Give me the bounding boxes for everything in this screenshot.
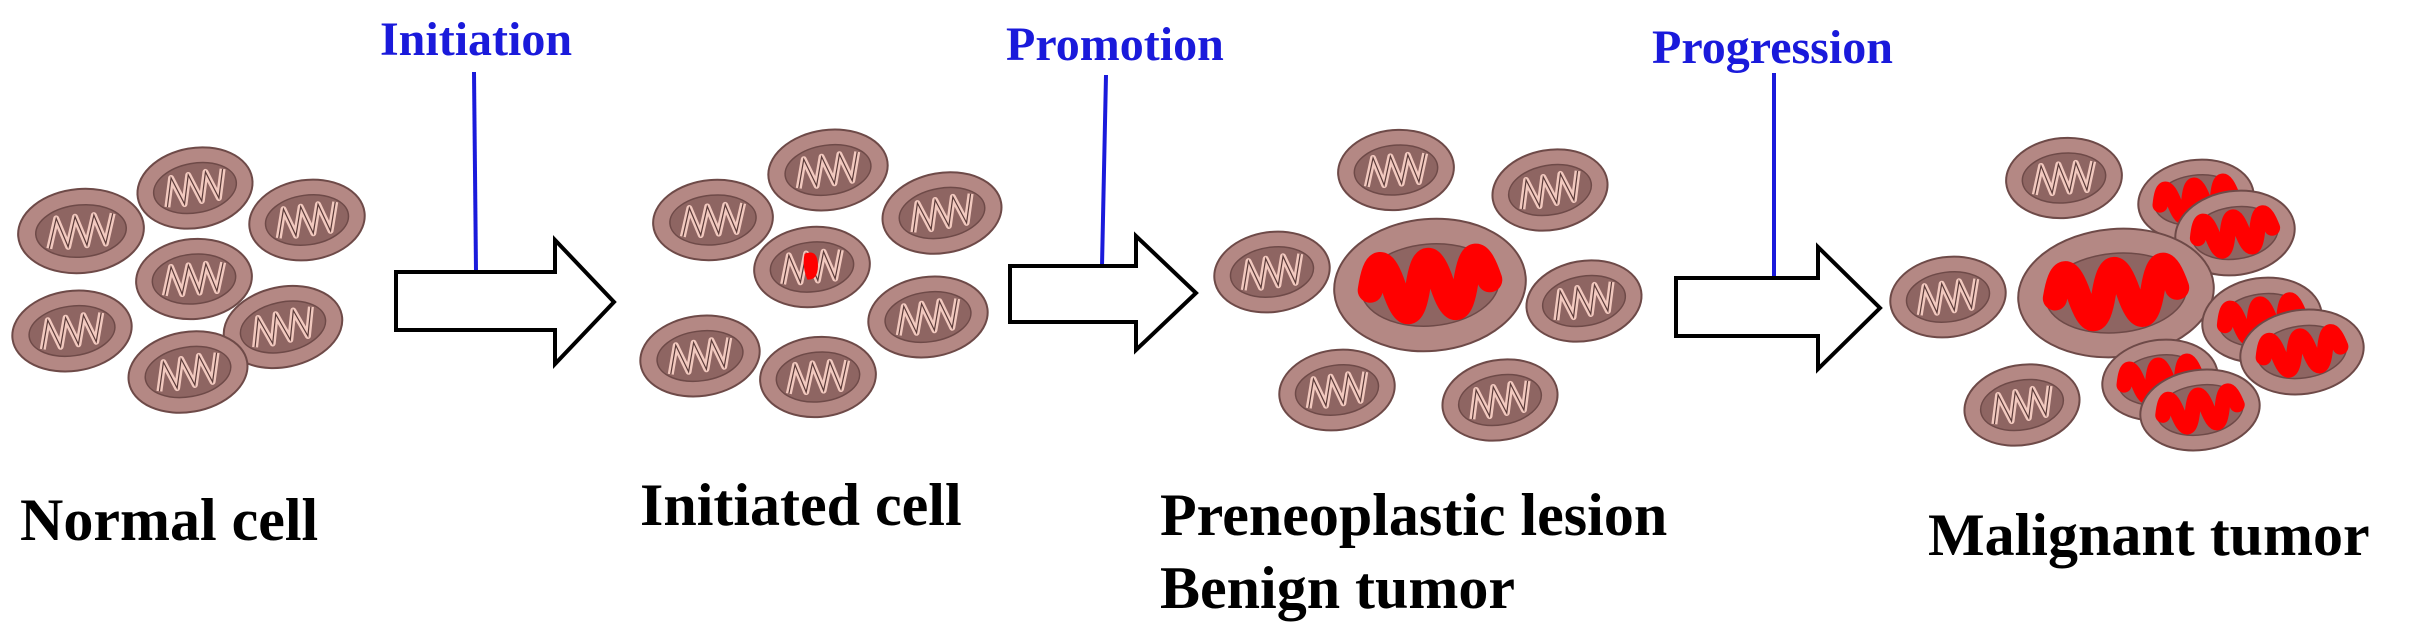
malignant-cell — [2139, 368, 2261, 452]
mitochondrion-icon — [17, 187, 145, 275]
stage-labels: Normal cell Initiated cell Preneoplastic… — [20, 472, 2370, 621]
initiated-cell-cluster — [639, 128, 1003, 419]
mitochondrion-icon — [1441, 358, 1559, 442]
progression-step: Progression — [1652, 21, 1893, 374]
lesion-mark — [2152, 173, 2240, 225]
stage-label-initiated-cell: Initiated cell — [640, 472, 962, 538]
mitochondrion-icon — [1963, 363, 2081, 447]
mitochondrion-icon — [639, 314, 761, 398]
promotion-leader-line — [1100, 74, 1108, 267]
malignant-cell — [2017, 227, 2215, 359]
mitochondrion-icon — [1889, 255, 2007, 339]
malignant-cell — [2239, 308, 2365, 396]
mitochondrion-icon — [248, 178, 366, 262]
promotion-label: Promotion — [1006, 18, 1224, 71]
mitochondrion-icon — [1337, 128, 1455, 212]
mitochondrion-icon — [136, 146, 254, 230]
mitochondrion-icon — [2005, 136, 2123, 220]
stage-label-normal-cell: Normal cell — [20, 487, 318, 553]
mitochondrion-icon — [11, 289, 133, 373]
lesion-mark — [1357, 243, 1503, 325]
mitochondrion-icon — [1525, 259, 1643, 343]
block-arrow-right-icon — [1008, 231, 1199, 355]
mitochondrion-icon — [1491, 148, 1609, 232]
initiated-spot — [803, 252, 818, 280]
mitochondrion-icon — [759, 335, 877, 419]
progression-label: Progression — [1652, 21, 1893, 74]
stage-label-benign-tumor: Benign tumor — [1160, 555, 1515, 621]
mitochondrion-icon — [127, 330, 249, 414]
mitochondrion-icon — [1278, 348, 1396, 432]
initiation-label: Initiation — [380, 13, 572, 66]
mitochondrion-icon — [867, 275, 989, 359]
normal-cell-cluster — [11, 146, 366, 414]
stage-label-preneoplastic-lesion: Preneoplastic lesion — [1160, 482, 1667, 548]
mitochondrion-icon — [767, 128, 889, 212]
initiation-leader-line — [472, 71, 478, 273]
mitochondrion-icon — [222, 284, 344, 370]
mitochondrion-icon — [881, 171, 1003, 255]
preneoplastic-lesion-cluster — [1213, 128, 1643, 442]
stage-label-malignant-tumor: Malignant tumor — [1928, 502, 2370, 568]
lesion-mark — [2189, 205, 2281, 259]
lesion-mark — [2042, 252, 2190, 332]
lesion-cell — [1333, 217, 1527, 353]
lesion-mark — [2155, 383, 2245, 435]
promotion-step: Promotion — [1006, 18, 1224, 355]
block-arrow-right-icon — [394, 234, 617, 370]
mitochondrion-icon — [135, 237, 253, 321]
lesion-mark — [2255, 324, 2349, 378]
mitochondrion-icon — [753, 225, 871, 309]
block-arrow-right-icon — [1674, 242, 1883, 374]
malignant-tumor-cluster — [1889, 136, 2365, 452]
mitochondrion-icon — [1213, 230, 1331, 314]
initiation-step: Initiation — [380, 13, 617, 370]
mitochondrion-icon — [652, 178, 774, 262]
